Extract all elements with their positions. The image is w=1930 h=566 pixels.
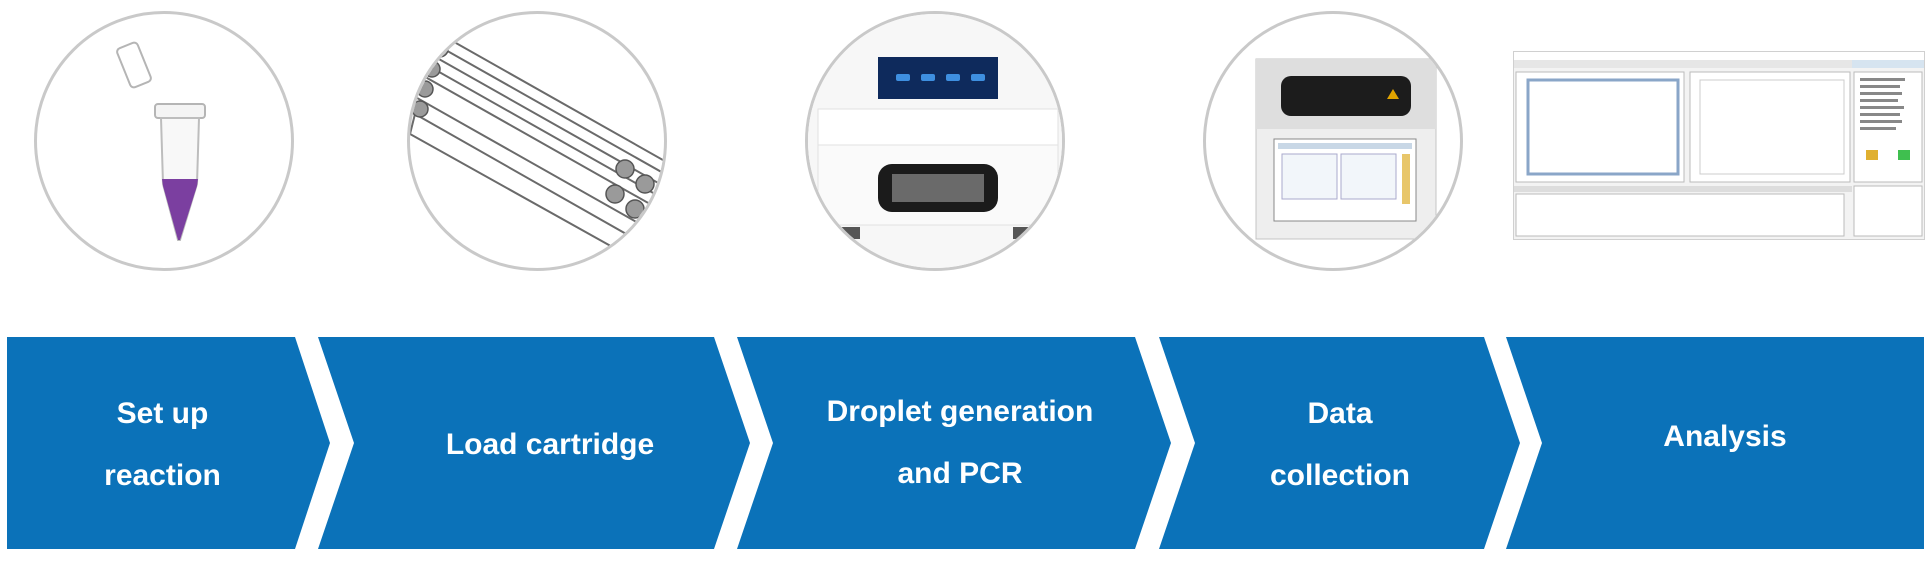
arrow-step-4 <box>1159 337 1520 549</box>
cartridge-icon <box>407 11 667 271</box>
software-screenshot <box>1513 51 1925 240</box>
step-label-analysis: Analysis <box>1663 420 1787 453</box>
instrument-icon <box>805 11 1065 271</box>
workflow-arrows <box>7 337 1924 549</box>
reader-icon <box>1203 11 1463 271</box>
arrow-step-5 <box>1506 337 1924 549</box>
arrow-step-3 <box>737 337 1171 549</box>
arrow-step-1 <box>7 337 330 549</box>
arrow-step-2 <box>318 337 750 549</box>
tube-icon <box>34 11 294 271</box>
step-label-load-cartridge: Load cartridge <box>445 428 655 461</box>
